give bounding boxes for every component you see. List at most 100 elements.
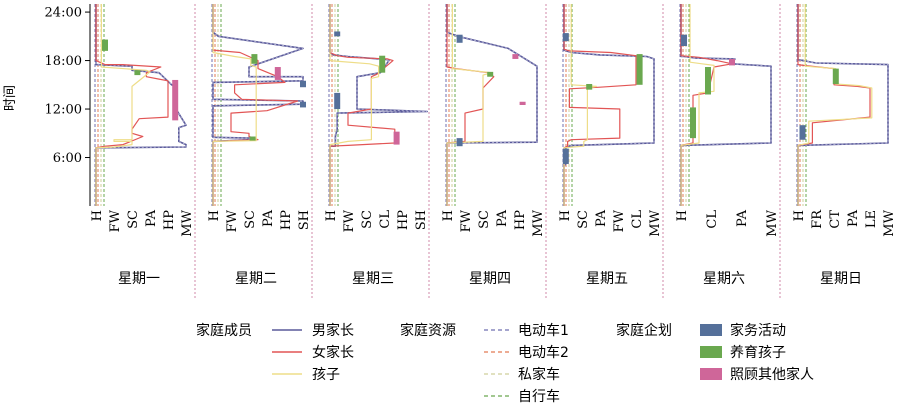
activity-bar-housework — [562, 33, 569, 42]
member-path-father — [680, 4, 772, 206]
location-tick-label: HP — [162, 210, 177, 230]
location-tick-label: SC — [126, 210, 141, 229]
member-path-child — [95, 4, 151, 206]
legend-label-childcare: 养育孩子 — [730, 345, 786, 361]
activity-bar-childcare — [102, 39, 108, 51]
legend-label-father: 男家长 — [312, 322, 354, 339]
member-path-child — [329, 4, 380, 206]
legend-title-members: 家庭成员 — [196, 322, 252, 339]
y-axis-label: 时间 — [3, 85, 18, 111]
legend-label-housework: 家务活动 — [730, 322, 786, 339]
member-path-father-overlay — [680, 4, 772, 206]
location-tick-label: H — [207, 210, 222, 221]
activity-bar-care — [519, 101, 526, 105]
activity-bar-childcare — [586, 83, 593, 90]
location-tick-label: SC — [477, 210, 492, 229]
location-tick-label: FW — [225, 209, 240, 232]
location-tick-label: SC — [360, 210, 375, 229]
legend-label-mother: 女家长 — [312, 344, 354, 361]
member-path-mother — [95, 4, 169, 206]
activity-bar-childcare — [134, 70, 141, 76]
location-tick-label: PA — [594, 209, 609, 227]
day-label: 星期一 — [118, 271, 160, 287]
location-tick-label: SC — [243, 210, 258, 229]
location-tick-label: MW — [648, 209, 663, 236]
location-tick-label: SH — [414, 210, 429, 230]
activity-bar-housework — [334, 92, 341, 110]
location-tick-label: FW — [342, 209, 357, 232]
day-label: 星期三 — [352, 271, 394, 287]
activity-bar-housework — [300, 101, 306, 108]
activities-layer — [102, 31, 839, 164]
legend-label-car: 私家车 — [518, 366, 560, 383]
member-path-child — [446, 4, 493, 206]
axes-layer — [85, 4, 781, 300]
location-tick-label: SC — [576, 210, 591, 229]
location-tick-label: H — [90, 210, 105, 221]
member-path-father-overlay — [329, 4, 428, 206]
member-path-mother — [797, 4, 871, 206]
y-tick-label: 18:00 — [45, 54, 82, 69]
legend-label-bike: 自行车 — [518, 388, 560, 405]
location-tick-label: PA — [846, 209, 861, 227]
location-tick-label: MW — [765, 209, 780, 236]
activity-bar-childcare — [251, 54, 258, 64]
location-tick-label: HP — [279, 210, 294, 230]
location-tick-label: H — [675, 210, 690, 221]
activity-bar-housework — [456, 34, 463, 43]
activity-bar-housework — [456, 138, 463, 147]
activity-bar-care — [274, 67, 281, 80]
location-tick-label: CL — [378, 210, 393, 229]
member-path-father — [563, 4, 655, 206]
legend-label-ev1: 电动车1 — [518, 322, 569, 339]
location-tick-label: FW — [459, 209, 474, 232]
location-tick-label: FR — [810, 209, 825, 229]
location-tick-label: FW — [108, 209, 123, 232]
location-tick-label: H — [558, 210, 573, 221]
member-path-father — [797, 4, 889, 206]
activity-bar-childcare — [690, 107, 696, 139]
legend-title-resources: 家庭资源 — [400, 322, 456, 339]
day-label: 星期日 — [820, 271, 862, 287]
day-label: 星期五 — [586, 271, 628, 287]
activity-bar-childcare — [705, 67, 711, 95]
member-path-father-overlay — [212, 4, 304, 206]
location-tick-label: PA — [735, 209, 750, 227]
member-path-father — [212, 4, 304, 206]
activity-bar-housework — [799, 125, 806, 140]
legend-swatch-housework — [700, 324, 722, 336]
location-tick-label: SH — [297, 210, 312, 230]
activity-bar-housework — [334, 31, 341, 37]
legend-label-ev2: 电动车2 — [518, 344, 569, 361]
activity-bar-care — [172, 79, 179, 121]
location-tick-label: MW — [180, 209, 195, 236]
legend-swatch-care — [700, 368, 722, 380]
y-tick-label: 12:00 — [45, 103, 82, 118]
location-tick-label: H — [792, 210, 807, 221]
activity-bar-childcare — [249, 136, 256, 141]
member-path-father-overlay — [797, 4, 889, 206]
member-path-mother — [212, 4, 299, 206]
location-tick-label: CL — [630, 210, 645, 229]
location-tick-label: H — [324, 210, 339, 221]
location-tick-label: CT — [828, 210, 843, 229]
location-tick-label: HP — [396, 210, 411, 230]
activity-bar-housework — [681, 34, 687, 47]
member-path-father-overlay — [446, 4, 538, 206]
location-tick-label: PA — [495, 209, 510, 227]
member-path-child — [680, 4, 715, 206]
member-path-child — [797, 4, 873, 206]
location-tick-label: HP — [513, 210, 528, 230]
member-path-child — [563, 4, 597, 206]
y-tick-label: 6:00 — [53, 151, 82, 166]
day-label: 星期二 — [235, 271, 277, 287]
activity-bar-care — [729, 58, 735, 66]
member-path-father — [329, 4, 428, 206]
legend-label-care: 照顾其他家人 — [730, 366, 814, 383]
location-tick-label: LE — [864, 210, 879, 228]
legend-label-child: 孩子 — [312, 367, 340, 383]
activity-bar-care — [512, 54, 519, 59]
location-tick-label: MW — [531, 209, 546, 236]
activity-bar-housework — [562, 148, 569, 164]
